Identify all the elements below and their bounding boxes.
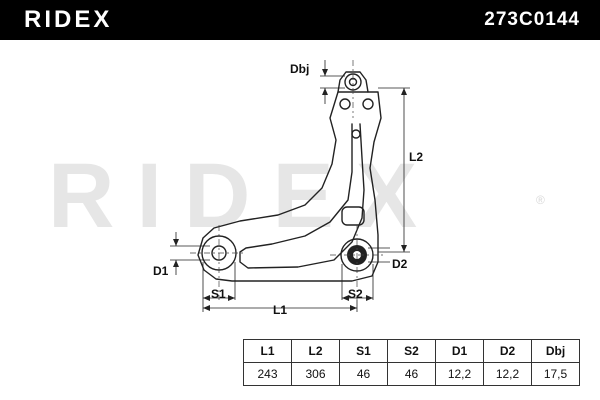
label-dbj: Dbj — [290, 62, 310, 76]
label-d1: D1 — [153, 264, 169, 278]
dimensions-header-cell: L2 — [291, 339, 340, 363]
part-number: 273C0144 — [484, 9, 580, 30]
ball-joint-lug — [337, 71, 369, 93]
dimensions-header-cell: S1 — [339, 339, 388, 363]
dimensions-header-row: L1 L2 S1 S2 D1 D2 Dbj — [243, 339, 580, 363]
label-l1: L1 — [273, 303, 288, 317]
dimensions-table: L1 L2 S1 S2 D1 D2 Dbj 243 306 46 46 12,2… — [243, 339, 580, 386]
front-bushing-inner — [211, 245, 227, 261]
dimensions-header-cell: S2 — [387, 339, 436, 363]
dimensions-value-cell: 12,2 — [435, 362, 484, 386]
arm-outline — [197, 91, 382, 282]
registered-mark: ® — [536, 193, 545, 207]
plate-hole-right — [362, 98, 374, 110]
dimensions-value-cell: 46 — [387, 362, 436, 386]
dimensions-header-cell: D2 — [483, 339, 532, 363]
plate-hole-left — [339, 98, 351, 110]
plate-hole-center — [351, 129, 361, 139]
dimensions-header-cell: D1 — [435, 339, 484, 363]
label-s1: S1 — [211, 287, 226, 301]
arm-window — [341, 206, 365, 226]
dimensions-value-cell: 12,2 — [483, 362, 532, 386]
dimensions-header-cell: L1 — [243, 339, 292, 363]
dimensions-value-cell: 243 — [243, 362, 292, 386]
dimensions-value-cell: 17,5 — [531, 362, 580, 386]
label-l2: L2 — [409, 150, 424, 164]
dimensions-value-row: 243 306 46 46 12,2 12,2 17,5 — [243, 362, 580, 386]
brand-logo: RIDEX — [24, 6, 113, 33]
header-bar: RIDEX 273C0144 — [0, 0, 600, 40]
label-d2: D2 — [392, 257, 408, 271]
arm-inner-rib — [239, 123, 365, 269]
dimensions-value-cell: 306 — [291, 362, 340, 386]
label-s2: S2 — [348, 287, 363, 301]
dimensions-value-cell: 46 — [339, 362, 388, 386]
watermark-logo: RIDEX — [48, 145, 440, 247]
dimensions-header-cell: Dbj — [531, 339, 580, 363]
